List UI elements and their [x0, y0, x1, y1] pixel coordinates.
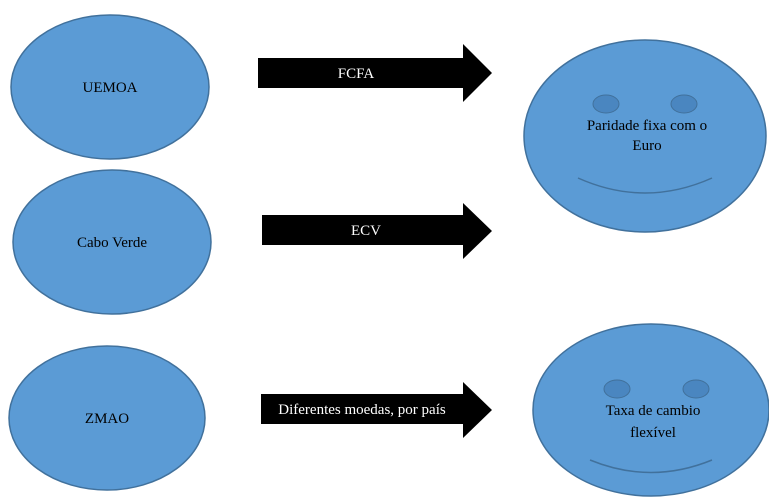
diferentes-moedas-arrow-label: Diferentes moedas, por país — [278, 402, 446, 418]
zmao-ellipse — [8, 345, 206, 491]
taxa-label-line2: flexível — [630, 425, 676, 441]
cabo-verde-ellipse — [12, 169, 212, 315]
paridade-right-eye-icon — [670, 94, 698, 114]
taxa-left-eye-icon — [603, 379, 631, 399]
ecv-arrow — [262, 203, 492, 259]
diferentes-moedas-arrow — [261, 382, 492, 438]
zmao-label: ZMAO — [85, 411, 129, 427]
paridade-label-line1: Paridade fixa com o — [587, 118, 707, 134]
taxa-smile-icon — [589, 459, 713, 474]
fcfa-arrow-label: FCFA — [338, 66, 375, 82]
paridade-label-line2: Euro — [632, 138, 661, 154]
ecv-arrow-label: ECV — [351, 223, 381, 239]
uemoa-ellipse — [10, 14, 210, 160]
paridade-face-ellipse — [523, 39, 767, 233]
taxa-face-ellipse — [532, 323, 769, 497]
paridade-smile-icon — [577, 177, 713, 194]
taxa-label-line1: Taxa de cambio — [606, 403, 701, 419]
cabo-verde-label: Cabo Verde — [77, 235, 147, 251]
paridade-left-eye-icon — [592, 94, 620, 114]
taxa-right-eye-icon — [682, 379, 710, 399]
fcfa-arrow — [258, 44, 492, 102]
uemoa-label: UEMOA — [83, 80, 138, 96]
